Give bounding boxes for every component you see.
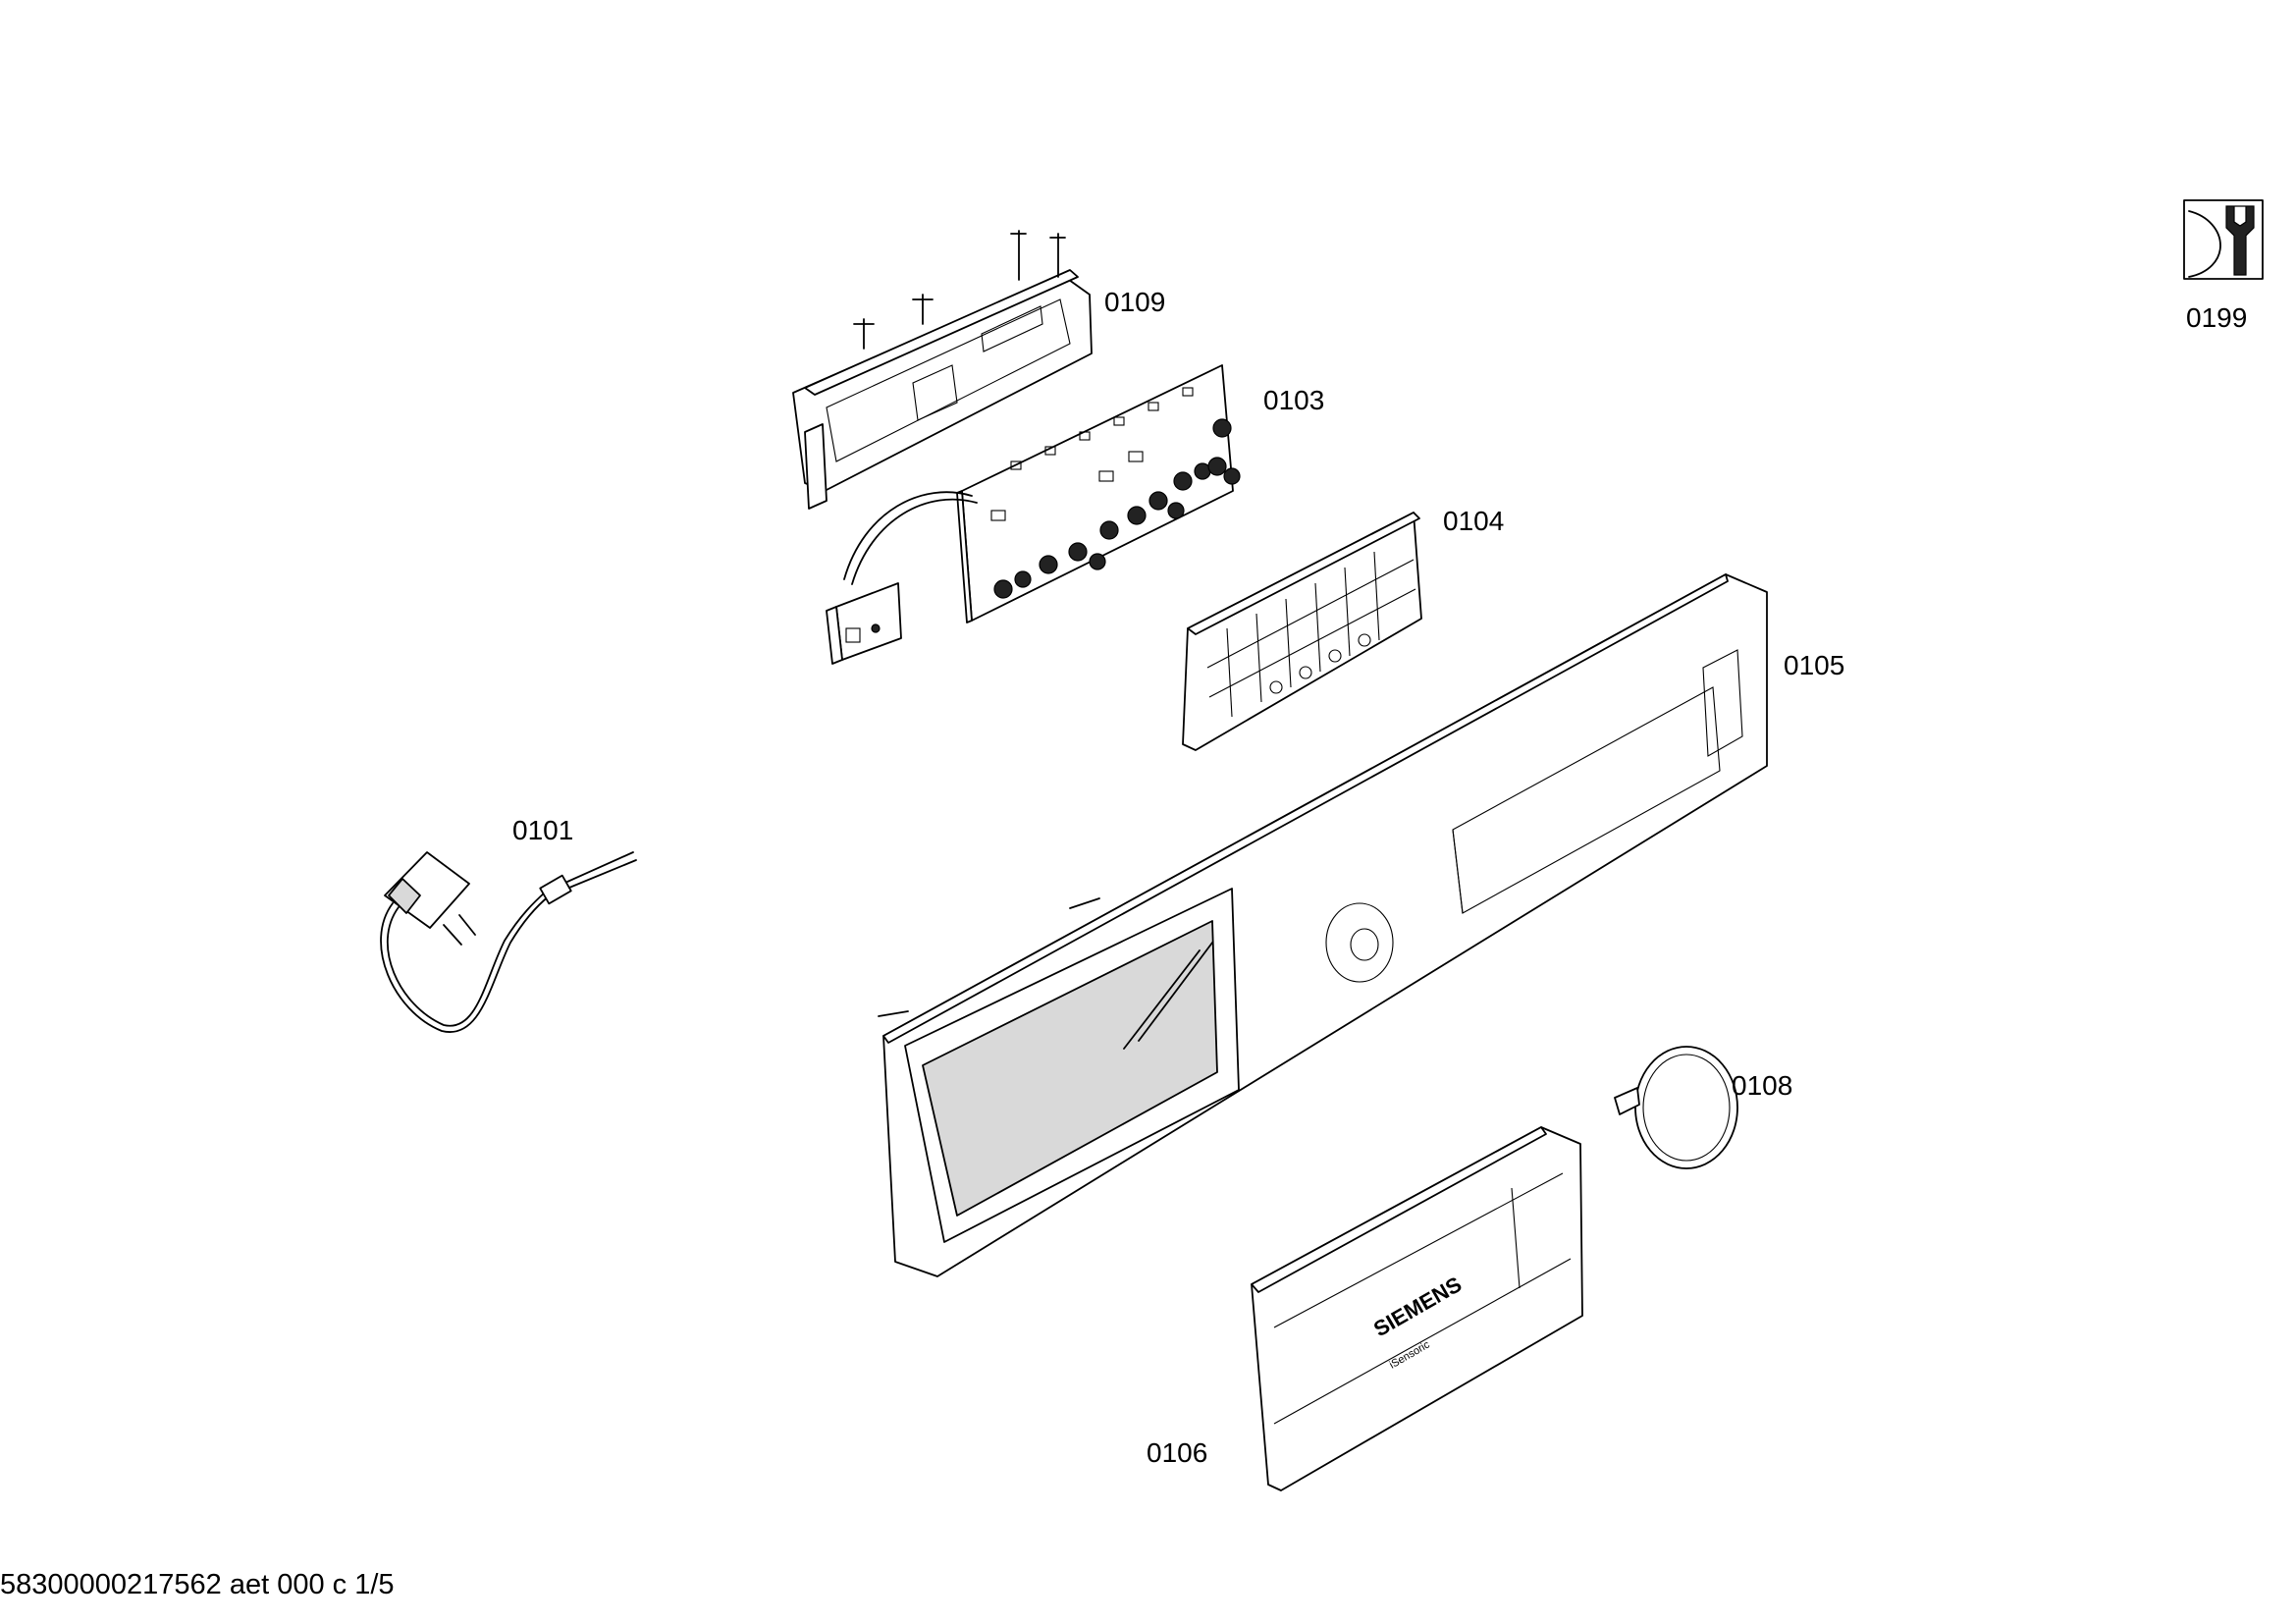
wrench-icon xyxy=(2183,199,2264,280)
display-holder-grid xyxy=(1206,551,1416,718)
label-0199: 0199 xyxy=(2186,302,2247,333)
part-0106-drawer-front xyxy=(1251,1126,1583,1491)
label-0108: 0108 xyxy=(1732,1070,1792,1101)
part-0101-power-cable xyxy=(380,851,637,1033)
part-0108-selector-knob xyxy=(1614,1046,1738,1169)
label-0106: 0106 xyxy=(1147,1437,1207,1468)
pcb-components xyxy=(990,387,1194,521)
pcb-encoders xyxy=(993,418,1241,599)
part-0104-display-holder xyxy=(1182,512,1422,751)
part-0109-frame-bracket xyxy=(792,230,1093,510)
label-0101: 0101 xyxy=(512,815,573,845)
part-0105-control-panel xyxy=(878,573,1768,1277)
label-0104: 0104 xyxy=(1443,506,1504,536)
label-0109: 0109 xyxy=(1104,287,1165,317)
document-id: 58300000217562 aet 000 c 1/5 xyxy=(0,1569,395,1600)
label-0105: 0105 xyxy=(1784,650,1844,680)
label-0103: 0103 xyxy=(1263,385,1324,415)
part-0103-control-pcb xyxy=(826,364,1241,665)
